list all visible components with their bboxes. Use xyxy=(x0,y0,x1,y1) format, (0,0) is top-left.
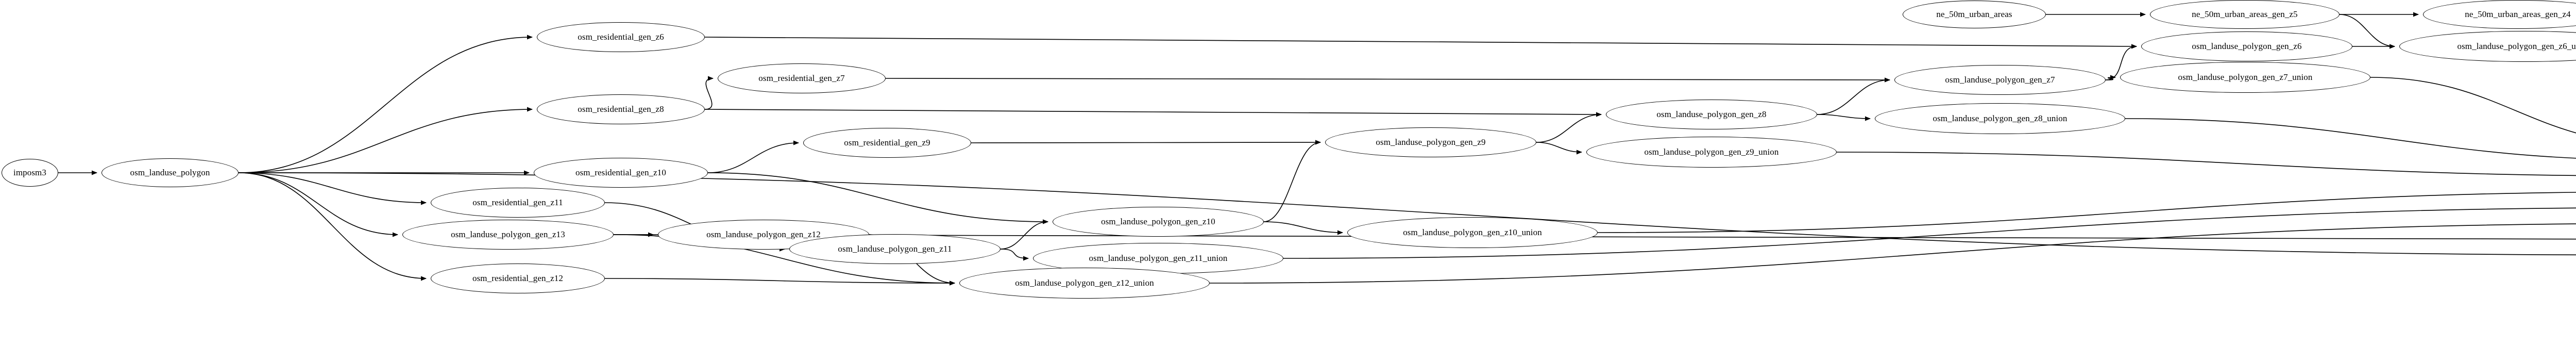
edge-osm_landuse_polygon_gen_z8_union-to-layer_landuse.z8 xyxy=(2125,118,2576,159)
graph-node-ne_50m_urban_areas_gen_z5[interactable]: ne_50m_urban_areas_gen_z5 xyxy=(2150,0,2340,29)
graph-node-osm_landuse_polygon_gen_z6_union[interactable]: osm_landuse_polygon_gen_z6_union xyxy=(2399,31,2576,62)
edge-osm_residential_gen_z10-to-osm_landuse_polygon_gen_z10 xyxy=(707,172,1048,224)
graph-node-osm_landuse_polygon[interactable]: osm_landuse_polygon xyxy=(101,158,239,187)
graph-node-osm_landuse_polygon_gen_z9[interactable]: osm_landuse_polygon_gen_z9 xyxy=(1325,127,1536,157)
edge-osm_residential_gen_z6-to-osm_landuse_polygon_gen_z6 xyxy=(704,37,2137,49)
edge-osm_landuse_polygon_gen_z10-to-osm_landuse_polygon_gen_z10_union xyxy=(1263,221,1343,235)
graph-node-osm_residential_gen_z8[interactable]: osm_residential_gen_z8 xyxy=(537,94,705,124)
edge-osm_residential_gen_z8-to-osm_landuse_polygon_gen_z8 xyxy=(704,109,1602,117)
graph-node-ne_50m_urban_areas_gen_z4[interactable]: ne_50m_urban_areas_gen_z4 xyxy=(2423,0,2576,29)
edge-osm_residential_gen_z12-to-osm_landuse_polygon_gen_z12_union xyxy=(604,278,955,286)
edge-osm_landuse_polygon-to-osm_residential_gen_z12 xyxy=(238,172,427,281)
graph-node-osm_residential_gen_z11[interactable]: osm_residential_gen_z11 xyxy=(431,188,605,218)
edge-osm_landuse_polygon-to-osm_residential_gen_z11 xyxy=(238,172,427,205)
graph-node-osm_landuse_polygon_gen_z12_union[interactable]: osm_landuse_polygon_gen_z12_union xyxy=(959,268,1210,299)
graph-node-osm_landuse_polygon_gen_z10[interactable]: osm_landuse_polygon_gen_z10 xyxy=(1053,207,1264,237)
graph-node-ne_50m_urban_areas[interactable]: ne_50m_urban_areas xyxy=(1903,1,2046,28)
edge-osm_landuse_polygon_gen_z9-to-osm_landuse_polygon_gen_z8 xyxy=(1536,112,1602,143)
edge-osm_landuse_polygon_gen_z7-to-osm_landuse_polygon_gen_z7_union xyxy=(2105,75,2116,80)
edge-osm_landuse_polygon-to-osm_residential_gen_z6 xyxy=(238,35,533,173)
graph-node-osm_landuse_polygon_gen_z9_union[interactable]: osm_landuse_polygon_gen_z9_union xyxy=(1586,137,1837,168)
graph-node-osm_landuse_polygon_gen_z10_union[interactable]: osm_landuse_polygon_gen_z10_union xyxy=(1347,217,1598,248)
graph-node-osm_landuse_polygon_gen_z7_union[interactable]: osm_landuse_polygon_gen_z7_union xyxy=(2120,62,2370,93)
edge-osm_landuse_polygon_gen_z8-to-osm_landuse_polygon_gen_z7 xyxy=(1817,77,1890,115)
edge-osm_landuse_polygon_gen_z8-to-osm_landuse_polygon_gen_z8_union xyxy=(1817,114,1871,121)
graph-node-osm_residential_gen_z10[interactable]: osm_residential_gen_z10 xyxy=(534,158,708,188)
edge-osm_landuse_polygon-to-osm_residential_gen_z8 xyxy=(238,107,533,173)
graph-node-osm_landuse_polygon_gen_z6[interactable]: osm_landuse_polygon_gen_z6 xyxy=(2141,31,2352,61)
edge-osm_landuse_polygon_gen_z10-to-osm_landuse_polygon_gen_z9 xyxy=(1263,140,1321,222)
graph-node-osm_residential_gen_z12[interactable]: osm_residential_gen_z12 xyxy=(431,264,605,293)
edge-osm_landuse_polygon_gen_z11-to-osm_landuse_polygon_gen_z11_union xyxy=(1000,249,1029,261)
graph-node-osm_landuse_polygon_gen_z8[interactable]: osm_landuse_polygon_gen_z8 xyxy=(1606,100,1817,129)
graph-node-imposm3[interactable]: imposm3 xyxy=(2,159,58,187)
graph-node-osm_landuse_polygon_gen_z11[interactable]: osm_landuse_polygon_gen_z11 xyxy=(789,234,1001,264)
graph-node-osm_residential_gen_z7[interactable]: osm_residential_gen_z7 xyxy=(718,63,886,93)
edge-osm_residential_gen_z10-to-osm_residential_gen_z9 xyxy=(707,140,799,173)
edge-osm_landuse_polygon_gen_z9_union-to-layer_landuse.z9 xyxy=(1836,152,2576,176)
graph-node-osm_residential_gen_z9[interactable]: osm_residential_gen_z9 xyxy=(803,128,971,158)
edge-osm_residential_gen_z7-to-osm_landuse_polygon_gen_z7 xyxy=(885,77,1890,83)
edge-osm_residential_gen_z8-to-osm_residential_gen_z7 xyxy=(704,76,714,110)
edge-osm_residential_gen_z9-to-osm_landuse_polygon_gen_z9 xyxy=(971,140,1321,145)
edge-osm_landuse_polygon_gen_z7_union-to-layer_landuse.z7 xyxy=(2370,77,2576,134)
edge-osm_landuse_polygon_gen_z10_union-to-layer_landuse.z10 xyxy=(1597,192,2576,233)
edge-osm_landuse_polygon_gen_z11-to-osm_landuse_polygon_gen_z10 xyxy=(1000,219,1048,250)
graph-node-osm_landuse_polygon_gen_z8_union[interactable]: osm_landuse_polygon_gen_z8_union xyxy=(1875,103,2125,134)
graph-node-osm_landuse_polygon_gen_z13[interactable]: osm_landuse_polygon_gen_z13 xyxy=(402,220,614,250)
graph-node-osm_landuse_polygon_gen_z7[interactable]: osm_landuse_polygon_gen_z7 xyxy=(1894,65,2106,95)
graph-node-osm_residential_gen_z6[interactable]: osm_residential_gen_z6 xyxy=(537,22,705,52)
edge-osm_landuse_polygon-to-osm_landuse_polygon_gen_z13 xyxy=(238,172,398,237)
edge-osm_landuse_polygon_gen_z9-to-osm_landuse_polygon_gen_z9_union xyxy=(1536,142,1582,155)
